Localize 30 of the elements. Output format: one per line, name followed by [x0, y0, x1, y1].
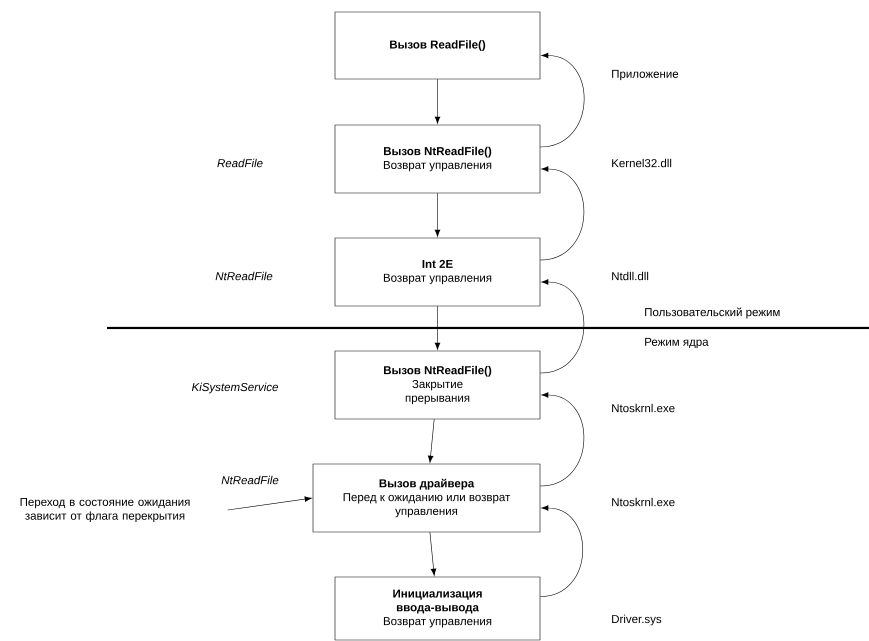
process-box: Вызов драйвера Перед к ожиданию или возврат управления	[312, 464, 540, 532]
arrow	[434, 79, 440, 124]
return-arrow	[540, 279, 584, 374]
note-text: Переход в состояние ожидания зависит от флага перекрытия	[20, 498, 190, 522]
module-label: Ntoskrnl.exe	[612, 498, 675, 506]
module-label: Ntdll.dll	[612, 272, 648, 280]
module-label: Ntoskrnl.exe	[612, 404, 675, 412]
module-label: Kernel32.dll	[612, 158, 672, 168]
function-name: NtReadFile	[222, 476, 278, 484]
mode-label: Пользовательский режим	[645, 308, 780, 318]
process-box: Вызов ReadFile()	[334, 12, 540, 80]
process-box: Инициализация ввода-вывода Возврат управления	[334, 576, 540, 640]
function-name: ReadFile	[217, 158, 263, 168]
module-label: Driver.sys	[612, 614, 662, 626]
process-box: Int 2E Возврат управления	[334, 238, 540, 306]
arrow	[430, 532, 436, 576]
function-name: KiSystemService	[192, 382, 278, 394]
return-arrow	[540, 166, 584, 260]
process-box: Вызов NtReadFile() Закрытие прерывания	[334, 350, 540, 420]
arrow	[434, 306, 440, 350]
arrow	[428, 419, 434, 463]
return-arrow	[540, 52, 584, 148]
return-arrow	[540, 505, 583, 597]
function-name: NtReadFile	[216, 272, 272, 280]
return-arrow	[540, 392, 584, 486]
process-box: Вызов NtReadFile() Возврат управления	[334, 124, 540, 194]
mode-label: Режим ядра	[645, 338, 709, 348]
arrow	[227, 496, 312, 510]
arrow	[434, 193, 440, 237]
layer-label: Приложение	[612, 70, 678, 80]
